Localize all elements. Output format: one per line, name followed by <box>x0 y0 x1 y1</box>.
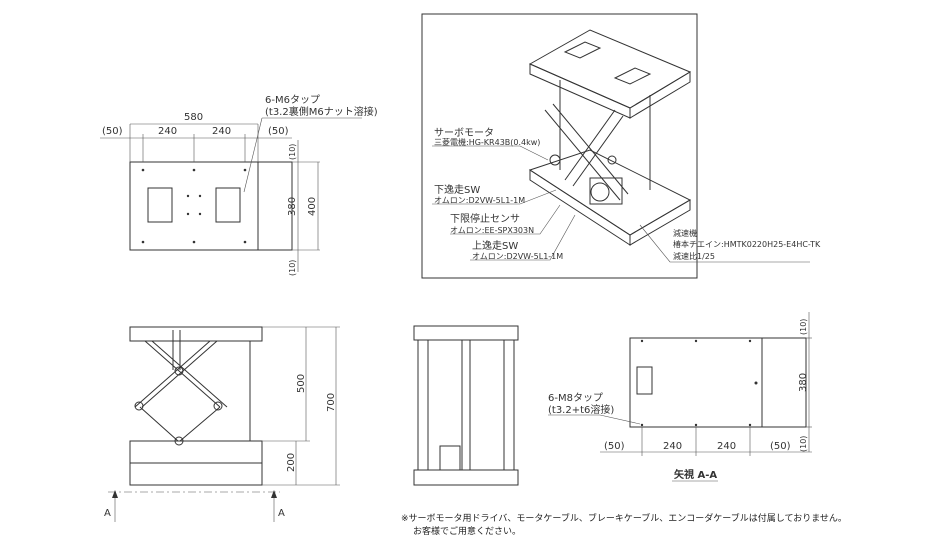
front-view: 500 700 200 A A <box>104 326 340 522</box>
dim-pitch-2: 240 <box>212 126 231 137</box>
aa-dim-left-margin: (50) <box>604 441 625 452</box>
top-holes <box>141 168 247 244</box>
dim-left-margin: (50) <box>102 126 123 137</box>
isometric-view: サーボモータ 三菱電機:HG-KR43B(0.4kw) 下逸走SW オムロン:D… <box>421 13 821 279</box>
tap-note: (t3.2裏側M6ナット溶接) <box>265 105 378 118</box>
callout-lower-sw-detail: オムロン:D2VW-5L1-1M <box>434 196 525 205</box>
dim-inner-depth: 380 <box>287 197 298 216</box>
aa-view-title: 矢視 A-A <box>674 468 717 481</box>
aa-dim-pitch-1: 240 <box>663 441 682 452</box>
top-view: 580 (50) 240 240 (50) 6-M6タップ (t3.2裏側M6ナ… <box>100 94 378 276</box>
iso-reducer-body <box>589 177 623 205</box>
callout-servo-title: サーボモータ <box>434 127 494 139</box>
aa-tap-label: 6-M8タップ <box>548 392 603 404</box>
callout-upper-sw-title: 上逸走SW <box>472 240 518 252</box>
dim-min-height: 200 <box>286 453 297 472</box>
dim-stroke: 500 <box>296 374 307 393</box>
side-view <box>413 325 519 486</box>
iso-leader-lines <box>432 145 810 263</box>
front-top-plate <box>129 326 263 342</box>
iso-frame <box>421 13 698 279</box>
section-mark-right: A <box>278 508 285 519</box>
callout-sensor-detail: オムロン:EE-SPX303N <box>450 226 534 235</box>
top-plate-outline <box>129 161 259 251</box>
dim-bottom-margin: (10) <box>288 260 297 276</box>
aa-dim-right-margin: (50) <box>770 441 791 452</box>
footnote-line-1: ※サーボモータ用ドライバ、モータケーブル、ブレーキケーブル、エンコーダケーブルは… <box>401 512 847 524</box>
dim-right-margin: (50) <box>268 126 289 137</box>
callout-reducer-detail: 椿本チエイン:HMTK0220H25-E4HC-TK <box>673 239 821 249</box>
dim-depth: 400 <box>307 197 318 216</box>
view-aa: (10) 380 (10) (50) 240 240 (50) 6-M8タップ … <box>548 312 812 482</box>
callout-reducer-title: 減速機 <box>673 228 697 238</box>
aa-dim-depth: 380 <box>798 373 809 392</box>
aa-dim-bottom-margin: (10) <box>799 436 808 452</box>
top-cutout-right <box>215 187 241 223</box>
section-mark-left: A <box>104 508 111 519</box>
aa-dim-top-margin: (10) <box>799 319 808 335</box>
callout-reducer-ratio: 減速比1/25 <box>673 251 715 261</box>
front-pivots <box>134 366 223 446</box>
dim-top-margin: (10) <box>288 144 297 160</box>
footnote-line-2: お客様でご用意ください。 <box>413 525 521 537</box>
callout-sensor-title: 下限停止センサ <box>450 212 520 225</box>
top-cutout-left <box>147 187 173 223</box>
tap-label: 6-M6タップ <box>265 94 320 106</box>
aa-dim-pitch-2: 240 <box>717 441 736 452</box>
dim-max-height: 700 <box>326 393 337 412</box>
top-side-panel <box>257 161 293 251</box>
callout-servo-detail: 三菱電機:HG-KR43B(0.4kw) <box>434 137 540 147</box>
dim-pitch-1: 240 <box>158 126 177 137</box>
callout-lower-sw-title: 下逸走SW <box>434 184 480 196</box>
callout-upper-sw-detail: オムロン:D2VW-5L1-1M <box>472 252 563 261</box>
aa-tap-note: (t3.2+t6溶接) <box>548 403 614 416</box>
dim-overall-width: 580 <box>184 112 203 123</box>
